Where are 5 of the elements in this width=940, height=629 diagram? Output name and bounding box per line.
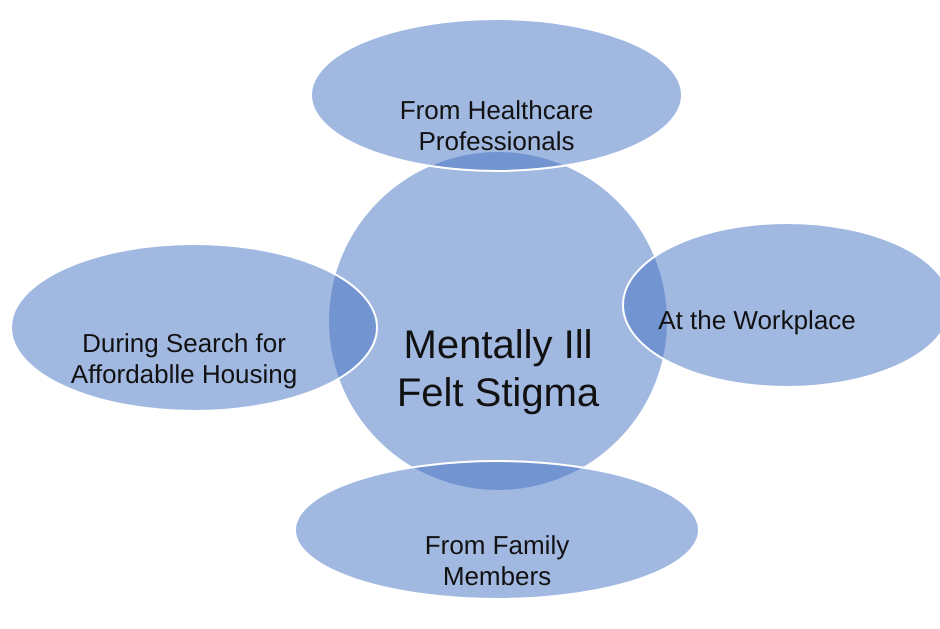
topic-label: From Family Members [424, 530, 570, 592]
center-title: Mentally Ill Felt Stigma [396, 322, 600, 417]
topic-label: From Healthcare Professionals [398, 95, 594, 158]
topic-label: At the Workplace [657, 305, 857, 336]
topic-label: During Search for Affordablle Housing [70, 328, 298, 390]
